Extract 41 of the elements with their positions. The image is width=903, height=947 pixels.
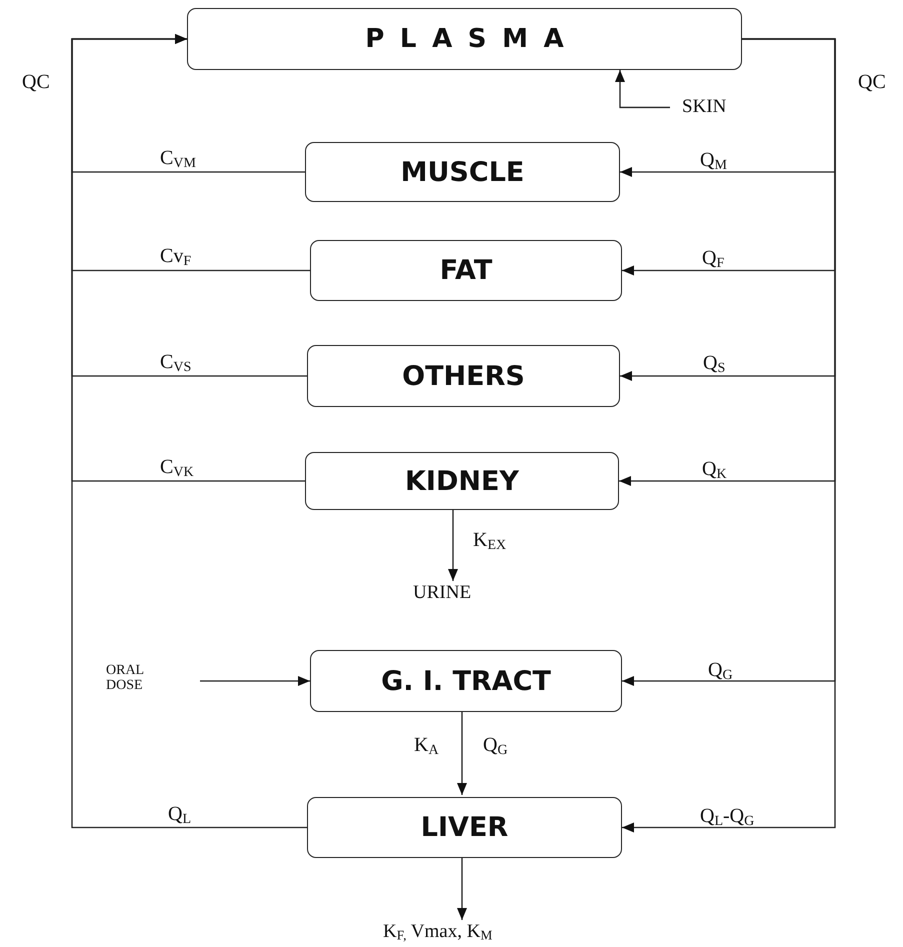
flow-label: K$_{F,}$ Vmax, K$_{M}$ bbox=[383, 922, 492, 944]
flow-label: QC bbox=[22, 72, 50, 92]
compartment-name: OTHERS bbox=[402, 360, 525, 392]
flow-label: URINE bbox=[413, 583, 472, 604]
arrow bbox=[615, 70, 670, 108]
compartment-name: KIDNEY bbox=[405, 466, 519, 496]
edge-label: Q$_{F}$ bbox=[702, 248, 724, 271]
compartment-name: G. I. TRACT bbox=[381, 666, 551, 696]
arrow bbox=[71, 34, 307, 828]
edge-label: Q$_{M}$ bbox=[700, 150, 727, 173]
flow-label: QC bbox=[858, 72, 886, 92]
edge-label: Q$_{L}$ bbox=[168, 804, 192, 827]
edge-label: K$_{A}$ bbox=[414, 735, 439, 758]
compartment-box bbox=[310, 650, 622, 712]
edge-label: Cv$_{F}$ bbox=[160, 246, 192, 269]
edge-label: C$_{VS}$ bbox=[160, 352, 192, 375]
arrow bbox=[622, 38, 836, 832]
flow-label: SKIN bbox=[682, 97, 726, 118]
edge-label: Q$_{K}$ bbox=[702, 459, 727, 482]
arrow bbox=[200, 676, 310, 686]
compartment-box bbox=[305, 452, 619, 510]
compartment-box bbox=[307, 345, 620, 407]
compartment-box bbox=[310, 240, 622, 301]
arrow bbox=[448, 510, 458, 581]
edge-label: Q$_{L}$-Q$_{G}$ bbox=[700, 806, 754, 829]
compartment-box bbox=[305, 142, 620, 202]
compartment-box bbox=[187, 8, 742, 70]
flow-label: Q$_{G}$ bbox=[483, 735, 508, 758]
arrow bbox=[457, 712, 467, 795]
compartment-name: PLASMA bbox=[365, 24, 580, 54]
edge-label: C$_{VK}$ bbox=[160, 457, 194, 480]
edge-label: K$_{EX}$ bbox=[473, 530, 506, 553]
edge-label: C$_{VM}$ bbox=[160, 148, 196, 171]
compartment-name: MUSCLE bbox=[400, 156, 524, 188]
flow-label: ORAL DOSE bbox=[106, 663, 176, 694]
compartment-box bbox=[307, 797, 622, 858]
arrow bbox=[457, 858, 467, 920]
compartment-name: LIVER bbox=[420, 812, 508, 843]
edge-label: Q$_{S}$ bbox=[703, 353, 726, 376]
compartment-name: FAT bbox=[440, 255, 492, 286]
edge-label: Q$_{G}$ bbox=[708, 660, 733, 683]
